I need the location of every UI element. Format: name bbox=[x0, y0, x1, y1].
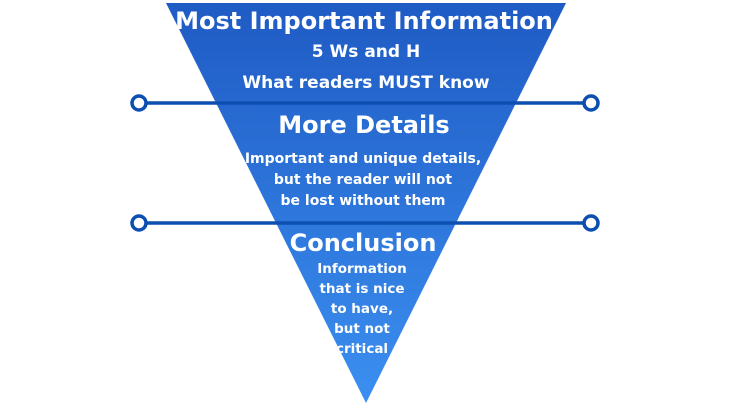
section-3-line-5: critical bbox=[335, 341, 389, 357]
section-3-line-3: to have, bbox=[330, 301, 394, 317]
section-3-title: Conclusion bbox=[289, 229, 437, 257]
divider-line-1-left-node bbox=[130, 94, 148, 112]
section-1-line-1: 5 Ws and H bbox=[311, 42, 421, 62]
section-2-title: More Details bbox=[278, 111, 450, 139]
section-1-title: Most Important Information bbox=[175, 7, 553, 35]
section-3-line-1: Information bbox=[317, 261, 407, 277]
divider-line-2 bbox=[130, 214, 600, 232]
section-2-line-3: be lost without them bbox=[280, 193, 446, 209]
section-2-line-1: Important and unique details, bbox=[244, 151, 482, 167]
section-2-line-2: but the reader will not bbox=[273, 172, 453, 188]
section-1-line-2: What readers MUST know bbox=[242, 73, 490, 93]
divider-line-2-left-node bbox=[130, 214, 148, 232]
divider-line-1-right-node bbox=[582, 94, 600, 112]
divider-line-1 bbox=[130, 94, 600, 112]
section-3-line-2: that is nice bbox=[319, 281, 405, 297]
section-3-line-4: but not bbox=[334, 321, 390, 337]
divider-line-2-right-node bbox=[582, 214, 600, 232]
